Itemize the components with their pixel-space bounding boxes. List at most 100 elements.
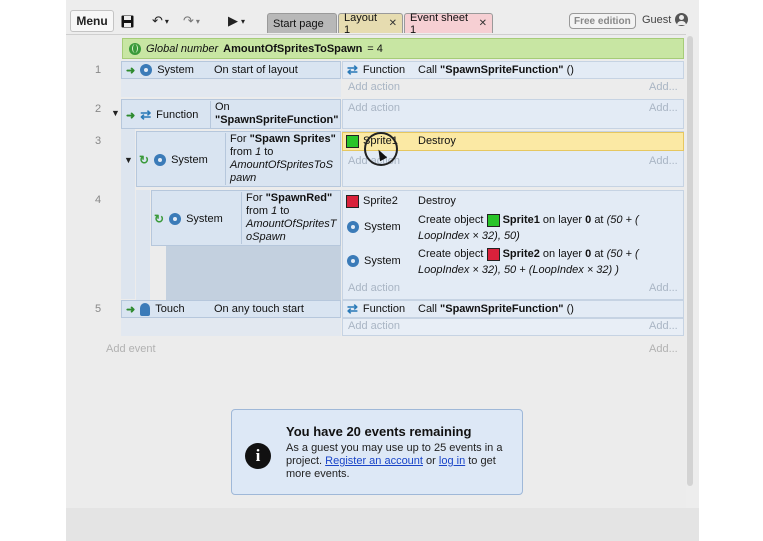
gear-icon: [347, 255, 359, 267]
condition-object: System: [171, 154, 208, 166]
layer-value: 0: [585, 248, 592, 260]
notice-text: As a guest you may use up to 25 events i…: [286, 442, 503, 467]
action-text: Call "SpawnSpriteFunction" (): [418, 62, 574, 78]
condition-text: On start of layout: [214, 64, 298, 76]
action-object-cell: ⇄ Function: [347, 301, 405, 317]
add-more-link[interactable]: Add...: [649, 155, 678, 167]
for-label: For: [246, 192, 266, 204]
condition-text: For "SpawnRed" from 1 to AmountOfSprites…: [241, 192, 340, 244]
menu-button[interactable]: Menu: [70, 10, 114, 32]
guest-account[interactable]: Guest: [642, 13, 689, 26]
condition-gutter: [121, 318, 341, 336]
register-link[interactable]: Register an account: [325, 455, 423, 467]
redo-icon[interactable]: ↷▾: [183, 13, 200, 28]
add-action-link[interactable]: Add action: [348, 282, 400, 294]
condition-row: ↻ System: [139, 152, 208, 168]
action-area[interactable]: [342, 99, 684, 129]
action-text: Call "SpawnSpriteFunction" (): [418, 301, 574, 317]
free-edition-badge[interactable]: Free edition: [569, 13, 636, 29]
save-icon[interactable]: [121, 11, 134, 31]
global-variable[interactable]: Global number AmountOfSpritesToSpawn = 4: [122, 38, 684, 59]
vertical-scrollbar[interactable]: [687, 36, 693, 486]
event-number: 5: [95, 303, 102, 315]
condition-row: ↻ System: [154, 211, 223, 227]
add-more-link[interactable]: Add...: [649, 282, 678, 294]
object-name: Sprite2: [502, 248, 540, 260]
from-label: from: [246, 205, 268, 217]
action-object-cell[interactable]: System: [347, 219, 401, 235]
undo-icon[interactable]: ↶▾: [152, 13, 169, 28]
action-text-post: (): [563, 64, 574, 76]
condition-gutter: [121, 79, 341, 97]
add-action-link[interactable]: Add action: [348, 81, 400, 93]
add-more-link[interactable]: Add...: [649, 102, 678, 114]
play-icon[interactable]: ▶▾: [228, 13, 246, 28]
action-row[interactable]: [342, 300, 684, 318]
y-expression: , 50): [497, 230, 520, 242]
action-row-selected[interactable]: [342, 132, 684, 151]
action-text[interactable]: Create object Sprite1 on layer 0 at (50 …: [418, 212, 680, 244]
action-text-bold: "SpawnSpriteFunction": [440, 303, 564, 315]
status-strip: [66, 508, 699, 541]
add-action-link[interactable]: Add action: [348, 320, 400, 332]
action-text-pre: Call: [418, 64, 441, 76]
condition-text: On any touch start: [214, 303, 304, 315]
on-layer-label: on layer: [542, 248, 583, 260]
layer-value: 0: [585, 214, 592, 226]
action-text-pre: Call: [418, 303, 441, 315]
on-layer-label: on layer: [542, 214, 583, 226]
action-text[interactable]: Destroy: [418, 195, 456, 207]
add-event-more-link[interactable]: Add...: [649, 343, 678, 355]
create-object-label: Create object: [418, 214, 484, 226]
action-object-cell[interactable]: Sprite2: [346, 193, 398, 209]
gear-icon: [169, 213, 182, 225]
action-text-post: (): [563, 303, 574, 315]
action-object-cell[interactable]: System: [347, 253, 401, 269]
loop-icon: ↻: [154, 212, 165, 226]
event-2-condition[interactable]: [121, 99, 341, 129]
loop-end-part2: pawn: [230, 172, 257, 184]
notice-body: As a guest you may use up to 25 events i…: [286, 442, 516, 481]
loop-end-part1: AmountOfSpritesT: [246, 218, 337, 230]
condition-gutter: [166, 246, 341, 300]
event-number: 1: [95, 64, 102, 76]
event-3-condition[interactable]: [136, 131, 341, 187]
guest-label: Guest: [642, 13, 672, 26]
action-object: Function: [362, 303, 406, 315]
global-var-prefix: Global number: [146, 42, 219, 55]
tab-event-sheet-1[interactable]: Event sheet 1 ✕: [404, 12, 493, 36]
action-row[interactable]: [342, 61, 684, 79]
action-object-cell: ⇄ Function: [347, 62, 405, 78]
y-expression-cont: (LoopIndex × 32): [528, 264, 613, 276]
login-link[interactable]: log in: [438, 455, 466, 467]
tab-start-page[interactable]: Start page: [267, 13, 337, 33]
add-action-link[interactable]: Add action: [348, 102, 400, 114]
user-icon: [675, 13, 689, 26]
tab-layout-1[interactable]: Layout 1 ✕: [338, 12, 403, 36]
trigger-arrow-icon: ➜: [126, 303, 136, 316]
create-object-label: Create object: [418, 248, 484, 260]
close-icon[interactable]: ✕: [388, 18, 397, 29]
action-object: Function: [362, 64, 406, 76]
condition-object: Touch: [155, 303, 185, 315]
at-label: at: [594, 214, 604, 226]
sprite2-icon: [346, 194, 359, 208]
event-1-condition[interactable]: [121, 61, 341, 79]
close-icon[interactable]: ✕: [478, 18, 487, 29]
condition-object: System: [157, 64, 194, 76]
y-expression-end: ): [615, 264, 619, 276]
add-more-link[interactable]: Add...: [649, 81, 678, 93]
trigger-arrow-icon: ➜: [126, 109, 136, 122]
notice-title: You have 20 events remaining: [286, 424, 472, 439]
notice-or: or: [426, 455, 436, 467]
loop-start: 1: [271, 205, 278, 217]
collapse-arrow-icon[interactable]: ▼: [111, 108, 120, 118]
action-text[interactable]: Create object Sprite2 on layer 0 at (50 …: [418, 246, 680, 278]
add-more-link[interactable]: Add...: [649, 320, 678, 332]
condition-row: ➜ ⇄ Function: [126, 107, 198, 123]
event-5-condition[interactable]: [121, 300, 341, 318]
collapse-arrow-icon[interactable]: ▼: [124, 155, 133, 165]
event-4-condition[interactable]: [151, 190, 341, 246]
to-label: to: [280, 205, 290, 217]
add-event-link[interactable]: Add event: [106, 343, 156, 355]
